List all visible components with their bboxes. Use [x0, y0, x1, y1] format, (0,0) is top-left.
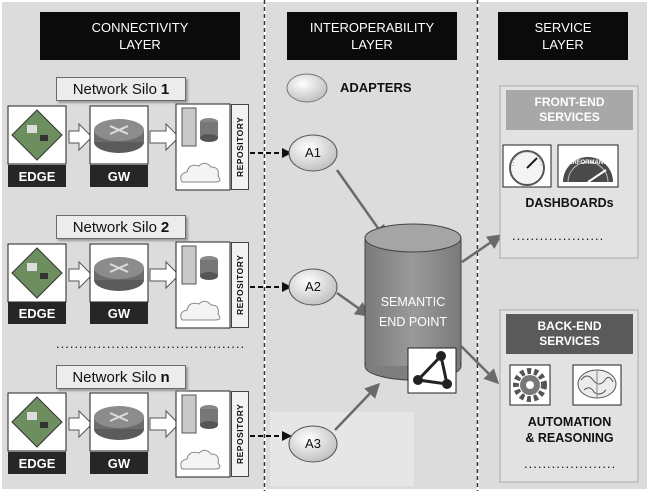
router-icon-2: [89, 243, 149, 303]
a2-to-endpoint-arrow: [336, 291, 371, 317]
svg-text:PERFORMANCE: PERFORMANCE: [564, 160, 611, 166]
semantic-endpoint-cylinder: [364, 223, 462, 381]
router-icon-3: [89, 392, 149, 452]
service-layer-header: SERVICE LAYER: [498, 12, 628, 60]
service-layer-title-line1: SERVICE: [534, 20, 592, 35]
gear-icon: [509, 364, 551, 406]
repository-label-3: REPOSITORY: [231, 391, 249, 477]
endpoint-to-frontend-arrow: [461, 234, 503, 264]
edge-board-icon-3: [7, 392, 67, 452]
endpoint-to-backend-arrow: [459, 344, 500, 385]
gw-to-repo-arrow-3: [149, 409, 180, 439]
service-layer-title-line2: LAYER: [542, 37, 584, 52]
speed-gauge-icon: [502, 144, 552, 188]
gw-label-1: GW: [90, 165, 148, 187]
adapter-a1-label: A1: [305, 145, 321, 160]
repository-box-2: [175, 241, 231, 329]
connectivity-layer-title-line1: CONNECTIVITY: [91, 20, 189, 35]
connectivity-layer-header: CONNECTIVITY LAYER: [40, 12, 240, 60]
edge-to-gw-arrow-1: [68, 122, 93, 152]
cloud-icon: [180, 300, 221, 321]
a3-to-endpoint-arrow: [334, 382, 381, 431]
silo-ellipsis: ........................................…: [56, 336, 246, 351]
semantic-endpoint-label: SEMANTIC END POINT: [365, 292, 461, 332]
adapter-circle-a2: [288, 268, 338, 306]
automation-reasoning-label: AUTOMATION & REASONING: [525, 415, 614, 445]
performance-gauge-icon: PERFORMANCE: [557, 144, 619, 188]
cloud-icon: [180, 449, 221, 470]
a1-to-endpoint-arrow: [335, 169, 387, 241]
edge-label-3: EDGE: [8, 452, 66, 474]
connectivity-layer-title-line2: LAYER: [119, 37, 161, 52]
graph-network-icon: [407, 347, 457, 394]
gw-to-repo-arrow-2: [149, 260, 180, 290]
edge-label-2: EDGE: [8, 302, 66, 324]
edge-label-1: EDGE: [8, 165, 66, 187]
adapter-circle-a1: [288, 134, 338, 172]
gw-label-3: GW: [90, 452, 148, 474]
interoperability-layer-title-line1: INTEROPERABILITY: [309, 20, 435, 35]
repository-label-1: REPOSITORY: [231, 104, 249, 190]
gw-to-repo-arrow-1: [149, 122, 180, 152]
edge-to-gw-arrow-3: [68, 409, 93, 439]
edge-board-icon-2: [7, 243, 67, 303]
repository-box-1: [175, 103, 231, 191]
brain-icon: [572, 364, 622, 406]
edge-to-gw-arrow-2: [68, 260, 93, 290]
backend-services-title: BACK-END SERVICES: [537, 319, 602, 348]
router-icon-1: [89, 105, 149, 165]
frontend-services-title: FRONT-END SERVICES: [534, 95, 605, 124]
adapters-legend-label: ADAPTERS: [340, 80, 412, 95]
cloud-icon: [180, 162, 221, 183]
adapter-a3-label: A3: [305, 436, 321, 451]
adapter-a2-label: A2: [305, 279, 321, 294]
adapters-legend-circle: [286, 73, 328, 103]
semantic-endpoint-line1: SEMANTIC: [380, 295, 446, 309]
semantic-endpoint-line2: END POINT: [378, 315, 448, 329]
frontend-ellipsis: ....................: [512, 228, 605, 243]
interoperability-layer-title-line2: LAYER: [351, 37, 393, 52]
edge-board-icon-1: [7, 105, 67, 165]
repository-box-3: [175, 390, 231, 478]
backend-ellipsis: ....................: [524, 456, 617, 471]
interoperability-layer-header: INTEROPERABILITY LAYER: [287, 12, 457, 60]
gw-label-2: GW: [90, 302, 148, 324]
dashboards-label: DASHBOARDs: [525, 196, 614, 210]
repository-label-2: REPOSITORY: [231, 242, 249, 328]
adapter-circle-a3: [288, 425, 338, 463]
